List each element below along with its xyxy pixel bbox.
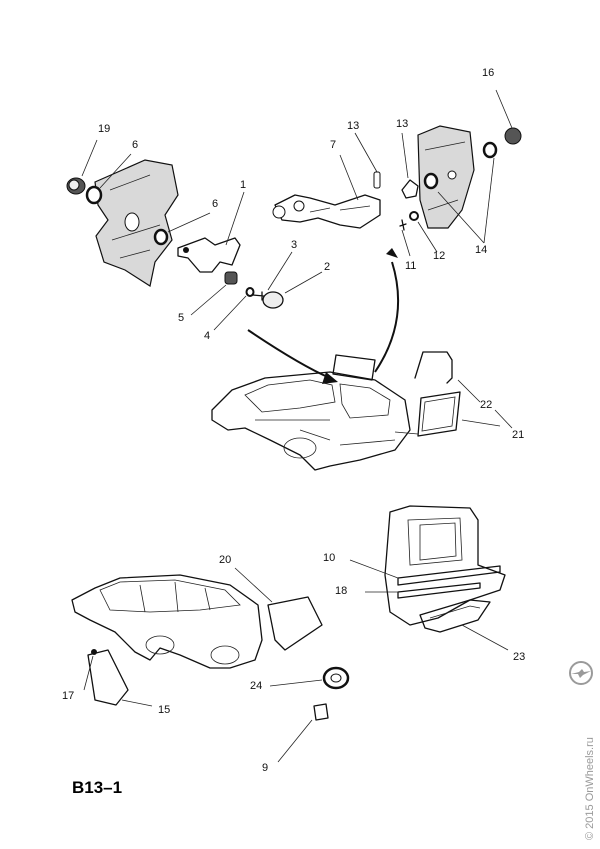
part-label-21: 18 <box>335 585 348 597</box>
part-label-16: 17 <box>62 690 75 702</box>
part-label-9: 11 <box>405 260 417 272</box>
tailgate-illustration <box>349 505 509 651</box>
left-hinge-assembly <box>66 139 323 331</box>
part-label-24: 24 <box>250 680 263 692</box>
three-door-car-illustration <box>211 351 513 471</box>
part-label-23: 9 <box>262 762 269 774</box>
part-label-15: 15 <box>158 704 171 716</box>
part-label-19: 23 <box>513 651 526 663</box>
watermark-text: © 2015 OnWheels.ru <box>584 737 596 840</box>
part-label-1: 1 <box>240 179 247 191</box>
five-door-car-illustration <box>71 567 350 763</box>
part-label-13: 14 <box>475 244 488 256</box>
part-label-8: 7 <box>330 139 337 151</box>
part-label-14: 16 <box>482 67 495 79</box>
part-label-5: 5 <box>178 312 185 324</box>
assembly-arrows <box>247 248 400 384</box>
part-label-11: 13 <box>347 120 360 132</box>
right-hinge-assembly <box>272 89 522 257</box>
part-label-22: 20 <box>219 554 232 566</box>
part-label-2: 2 <box>324 261 331 273</box>
part-label-20: 10 <box>323 552 336 564</box>
part-label-10: 12 <box>433 250 446 262</box>
part-label-12: 13 <box>396 118 409 130</box>
part-label-17: 21 <box>512 429 525 441</box>
opel-blitz-logo-icon <box>569 661 593 685</box>
part-label-7: 19 <box>98 123 111 135</box>
part-label-6a: 6 <box>132 139 139 151</box>
diagram-reference-code: B13–1 <box>72 778 123 797</box>
part-label-3: 3 <box>291 239 298 251</box>
part-label-6b: 6 <box>212 198 219 210</box>
part-label-4: 4 <box>204 330 211 342</box>
part-label-18: 22 <box>480 399 493 411</box>
